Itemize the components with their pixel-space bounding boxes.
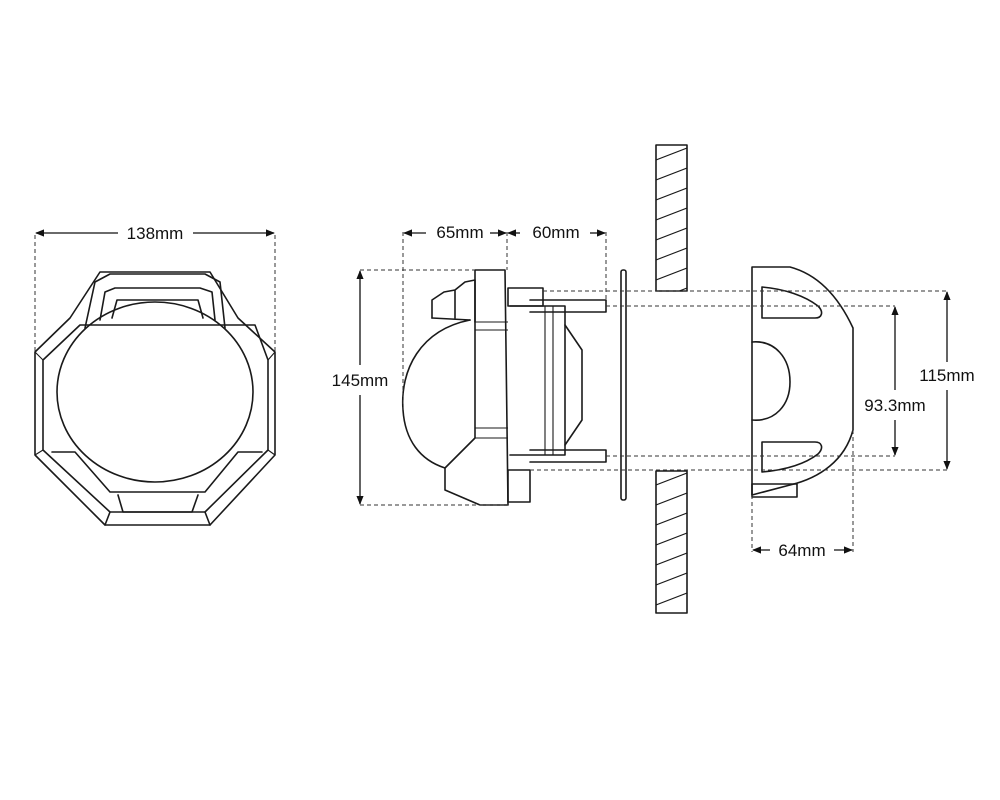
label-93-3mm: 93.3mm bbox=[864, 396, 925, 415]
label-115mm: 115mm bbox=[919, 366, 974, 385]
dimension-depth: 65mm 60mm bbox=[402, 223, 607, 410]
label-60mm: 60mm bbox=[532, 223, 579, 242]
label-138mm: 138mm bbox=[127, 224, 184, 243]
projection-lines bbox=[530, 290, 948, 471]
front-view bbox=[34, 271, 276, 526]
rear-cover bbox=[751, 266, 854, 498]
dimension-front-width: 138mm bbox=[34, 224, 276, 352]
dimension-rear-outer: 115mm bbox=[919, 291, 975, 470]
label-145mm: 145mm bbox=[332, 371, 389, 390]
label-65mm: 65mm bbox=[436, 223, 483, 242]
side-view bbox=[401, 269, 627, 506]
mounting-panel bbox=[655, 144, 688, 614]
label-64mm: 64mm bbox=[778, 541, 825, 560]
dimension-total-height: 145mm bbox=[332, 269, 508, 506]
dimension-rear-depth: 64mm bbox=[751, 430, 854, 560]
dimension-rear-inner: 93.3mm bbox=[864, 306, 926, 456]
